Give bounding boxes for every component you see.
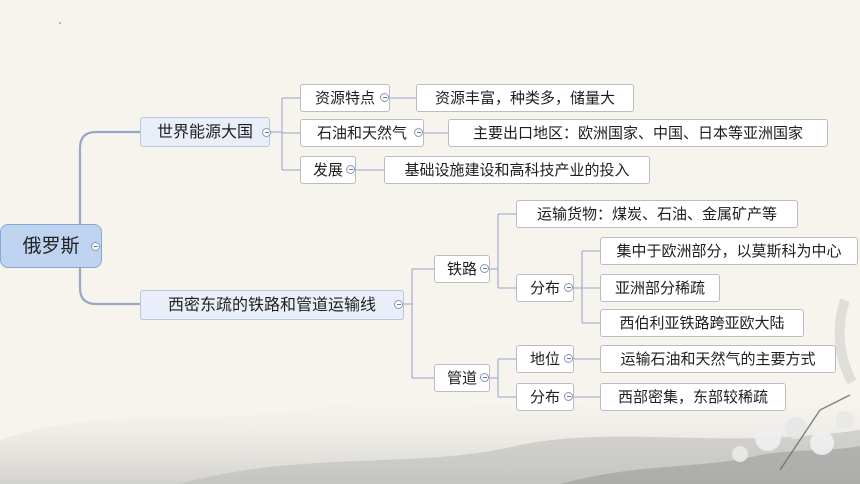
root-node[interactable]: 俄罗斯 (0, 224, 102, 268)
collapse-icon[interactable] (480, 373, 489, 382)
flower-decoration (732, 298, 857, 471)
topic-node[interactable]: 石油和天然气 (300, 119, 424, 147)
detail-node[interactable]: 集中于欧洲部分，以莫斯科为中心 (600, 237, 858, 265)
collapse-icon[interactable] (564, 392, 573, 401)
mountain-wash (560, 446, 860, 484)
speck (59, 22, 61, 24)
topic-node[interactable]: 发展 (300, 156, 356, 184)
detail-node[interactable]: 西伯利亚铁路跨亚欧大陆 (600, 309, 804, 337)
topic-node[interactable]: 资源特点 (300, 84, 390, 112)
collapse-icon[interactable] (346, 165, 355, 174)
detail-node[interactable]: 运输货物：煤炭、石油、金属矿产等 (516, 200, 798, 228)
detail-node[interactable]: 基础设施建设和高科技产业的投入 (384, 156, 650, 184)
topic-node[interactable]: 铁路 (434, 255, 490, 283)
root-label: 俄罗斯 (22, 234, 80, 257)
detail-node[interactable]: 亚洲部分稀疏 (600, 274, 720, 302)
collapse-icon[interactable] (380, 93, 389, 102)
collapse-icon[interactable] (394, 300, 403, 309)
collapse-icon[interactable] (480, 264, 489, 273)
detail-node[interactable]: 运输石油和天然气的主要方式 (600, 345, 836, 373)
collapse-icon[interactable] (564, 283, 573, 292)
detail-node[interactable]: 资源丰富，种类多，储量大 (416, 84, 634, 112)
collapse-icon[interactable] (91, 242, 100, 251)
collapse-icon[interactable] (564, 354, 573, 363)
branch-node[interactable]: 西密东疏的铁路和管道运输线 (140, 290, 404, 320)
detail-node[interactable]: 主要出口地区：欧洲国家、中国、日本等亚洲国家 (448, 119, 828, 147)
collapse-icon[interactable] (262, 128, 271, 137)
branch-node[interactable]: 世界能源大国 (140, 117, 270, 147)
collapse-icon[interactable] (414, 128, 423, 137)
detail-node[interactable]: 西部密集，东部较稀疏 (600, 383, 786, 411)
mountain-wash (180, 430, 860, 484)
